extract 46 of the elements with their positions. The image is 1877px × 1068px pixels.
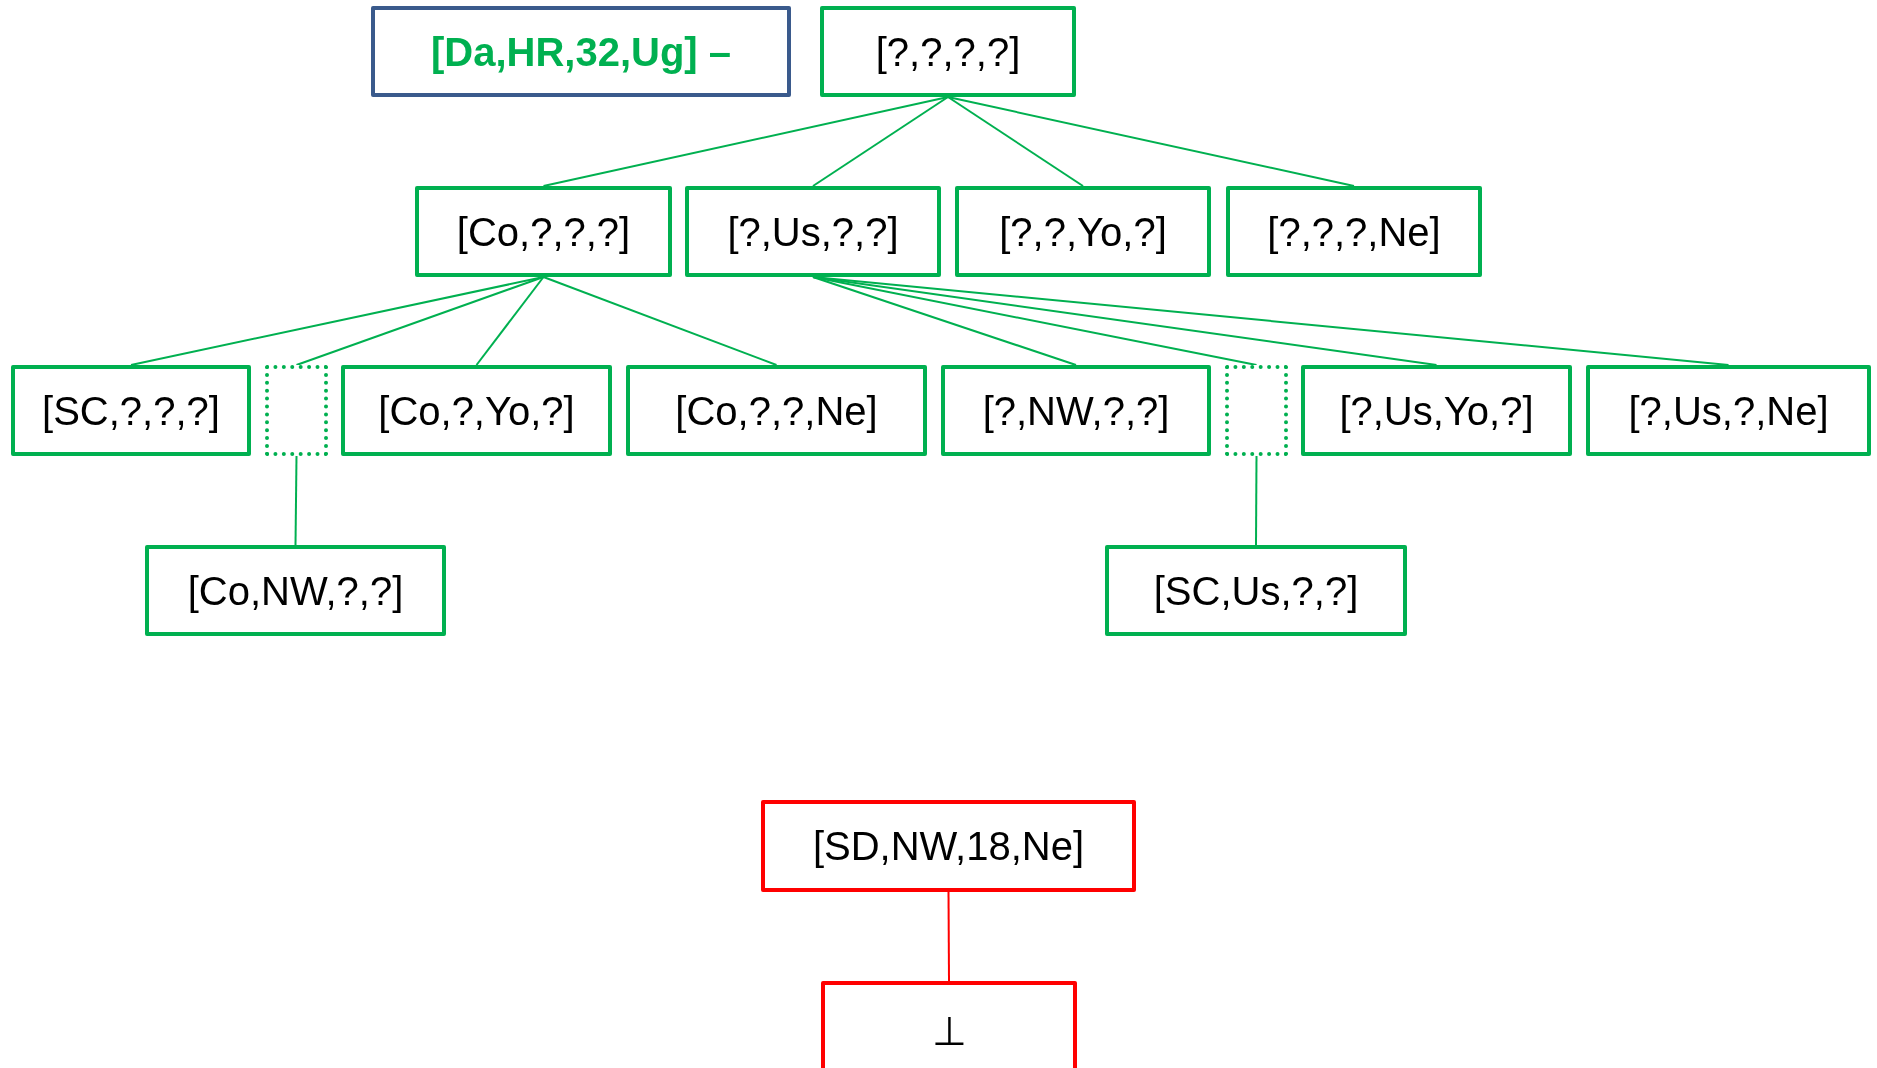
connector-line xyxy=(812,276,1077,366)
node-box xyxy=(1586,365,1871,456)
tuple-label: [Co,?,?,Ne] xyxy=(675,390,878,431)
node-box xyxy=(371,6,791,97)
node-box xyxy=(415,186,672,277)
node-box xyxy=(341,365,612,456)
connector-line xyxy=(812,276,1258,366)
connector-line xyxy=(812,276,1730,366)
node-box xyxy=(1105,545,1407,636)
tuple-label: [SC,Us,?,?] xyxy=(1153,570,1359,611)
heading-label: [Da,HR,32,Ug] – xyxy=(430,31,732,72)
tuple-label: [SC,?,?,?] xyxy=(42,390,220,431)
node-box xyxy=(820,6,1076,97)
node-box xyxy=(11,365,251,456)
connector-line xyxy=(947,96,1084,187)
empty-box xyxy=(265,365,328,456)
node-box xyxy=(1301,365,1572,456)
tuple-label: [?,?,?,Ne] xyxy=(1267,211,1441,252)
tuple-label: [Co,?,?,?] xyxy=(456,211,631,252)
node-box xyxy=(626,365,927,456)
node-box xyxy=(761,800,1136,892)
empty-box xyxy=(1225,365,1288,456)
tuple-label: [?,Us,Yo,?] xyxy=(1339,390,1534,431)
connector-line xyxy=(542,276,778,366)
node-box xyxy=(821,981,1077,1068)
connector-line xyxy=(947,891,950,982)
node-box xyxy=(941,365,1211,456)
connector-line xyxy=(947,96,1355,187)
node-box xyxy=(685,186,941,277)
node-box xyxy=(955,186,1211,277)
tuple-label: [Co,NW,?,?] xyxy=(187,570,404,611)
connector-line xyxy=(294,455,298,546)
tuple-label: [SD,NW,18,Ne] xyxy=(812,826,1085,866)
connector-line xyxy=(475,276,545,366)
tuple-label: [?,NW,?,?] xyxy=(982,390,1170,431)
tuple-label: [?,Us,?,?] xyxy=(727,211,899,252)
bottom-symbol: ⊥ xyxy=(931,1011,967,1051)
tuple-label: [Co,?,Yo,?] xyxy=(378,390,575,431)
connector-line xyxy=(295,276,545,366)
tuple-label: [?,?,Yo,?] xyxy=(999,211,1167,252)
tuple-label: [?,Us,?,Ne] xyxy=(1628,390,1829,431)
node-box xyxy=(1226,186,1482,277)
connector-line xyxy=(1255,455,1258,546)
tuple-label: [?,?,?,?] xyxy=(875,31,1021,72)
node-box xyxy=(145,545,446,636)
connector-line xyxy=(812,96,949,187)
